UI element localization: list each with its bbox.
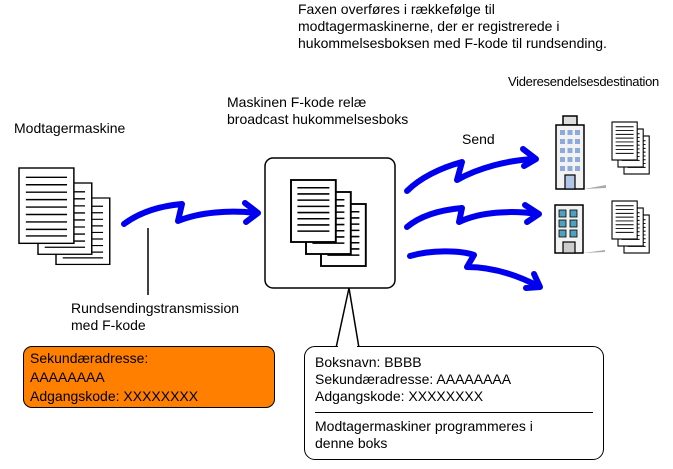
send-arrow-1-icon	[404, 146, 539, 194]
relay-box-label: Maskinen F-kode relæ broadcast hukommels…	[227, 94, 408, 128]
memory-box-icon	[264, 157, 396, 289]
sender-info-box: Sekundæradresse: AAAAAAAA Adgangskode: X…	[23, 346, 275, 408]
description-line-2: modtagermaskinerne, der er registrerede …	[298, 18, 560, 34]
callout-divider	[315, 412, 593, 413]
box-info-callout: Boksnavn: BBBB Sekundæradresse: AAAAAAAA…	[304, 346, 604, 460]
description: Faxen overføres i rækkefølge til modtage…	[298, 1, 607, 52]
sender-sub-address-value: AAAAAAAA	[30, 369, 105, 385]
send-arrow-2-icon	[404, 202, 542, 230]
relay-box-label-line-2: broadcast hukommelsesboks	[227, 111, 409, 127]
description-line-3: hukommelsesboksen med F-kode til rundsen…	[298, 35, 607, 51]
sender-document-stack-icon	[18, 167, 111, 266]
document-stack-1-icon	[611, 121, 650, 175]
sender-label: Modtagermaskine	[14, 120, 126, 136]
box-note-line-2: denne boks	[315, 435, 388, 451]
sender-password: Adgangskode: XXXXXXXX	[30, 388, 199, 404]
box-password: Adgangskode: XXXXXXXX	[315, 388, 484, 404]
callout-pointer	[335, 287, 360, 349]
office-building-2-icon	[554, 204, 605, 254]
transmission-arrow-icon	[121, 200, 261, 227]
send-label: Send	[462, 131, 495, 147]
transmission-label: Rundsendingstransmission med F-kode	[71, 300, 239, 334]
office-building-1-icon	[555, 115, 606, 190]
forward-destination-label: Videresendelsesdestination	[508, 74, 659, 89]
document-stack-2-icon	[611, 200, 650, 254]
description-line-1: Faxen overføres i rækkefølge til	[298, 1, 495, 17]
callout-joint	[338, 345, 357, 348]
transmission-label-line-1: Rundsendingstransmission	[71, 300, 240, 316]
box-note-line-1: Modtagermaskiner programmeres i	[315, 418, 533, 434]
box-sub-address: Sekundæradresse: AAAAAAAA	[315, 371, 512, 387]
relay-box-label-line-1: Maskinen F-kode relæ	[227, 94, 367, 110]
transmission-label-line-2: med F-kode	[71, 317, 146, 333]
send-arrow-3-icon	[407, 248, 543, 291]
sender-sub-address-label: Sekundæradresse:	[30, 350, 149, 366]
box-name: Boksnavn: BBBB	[315, 354, 422, 370]
